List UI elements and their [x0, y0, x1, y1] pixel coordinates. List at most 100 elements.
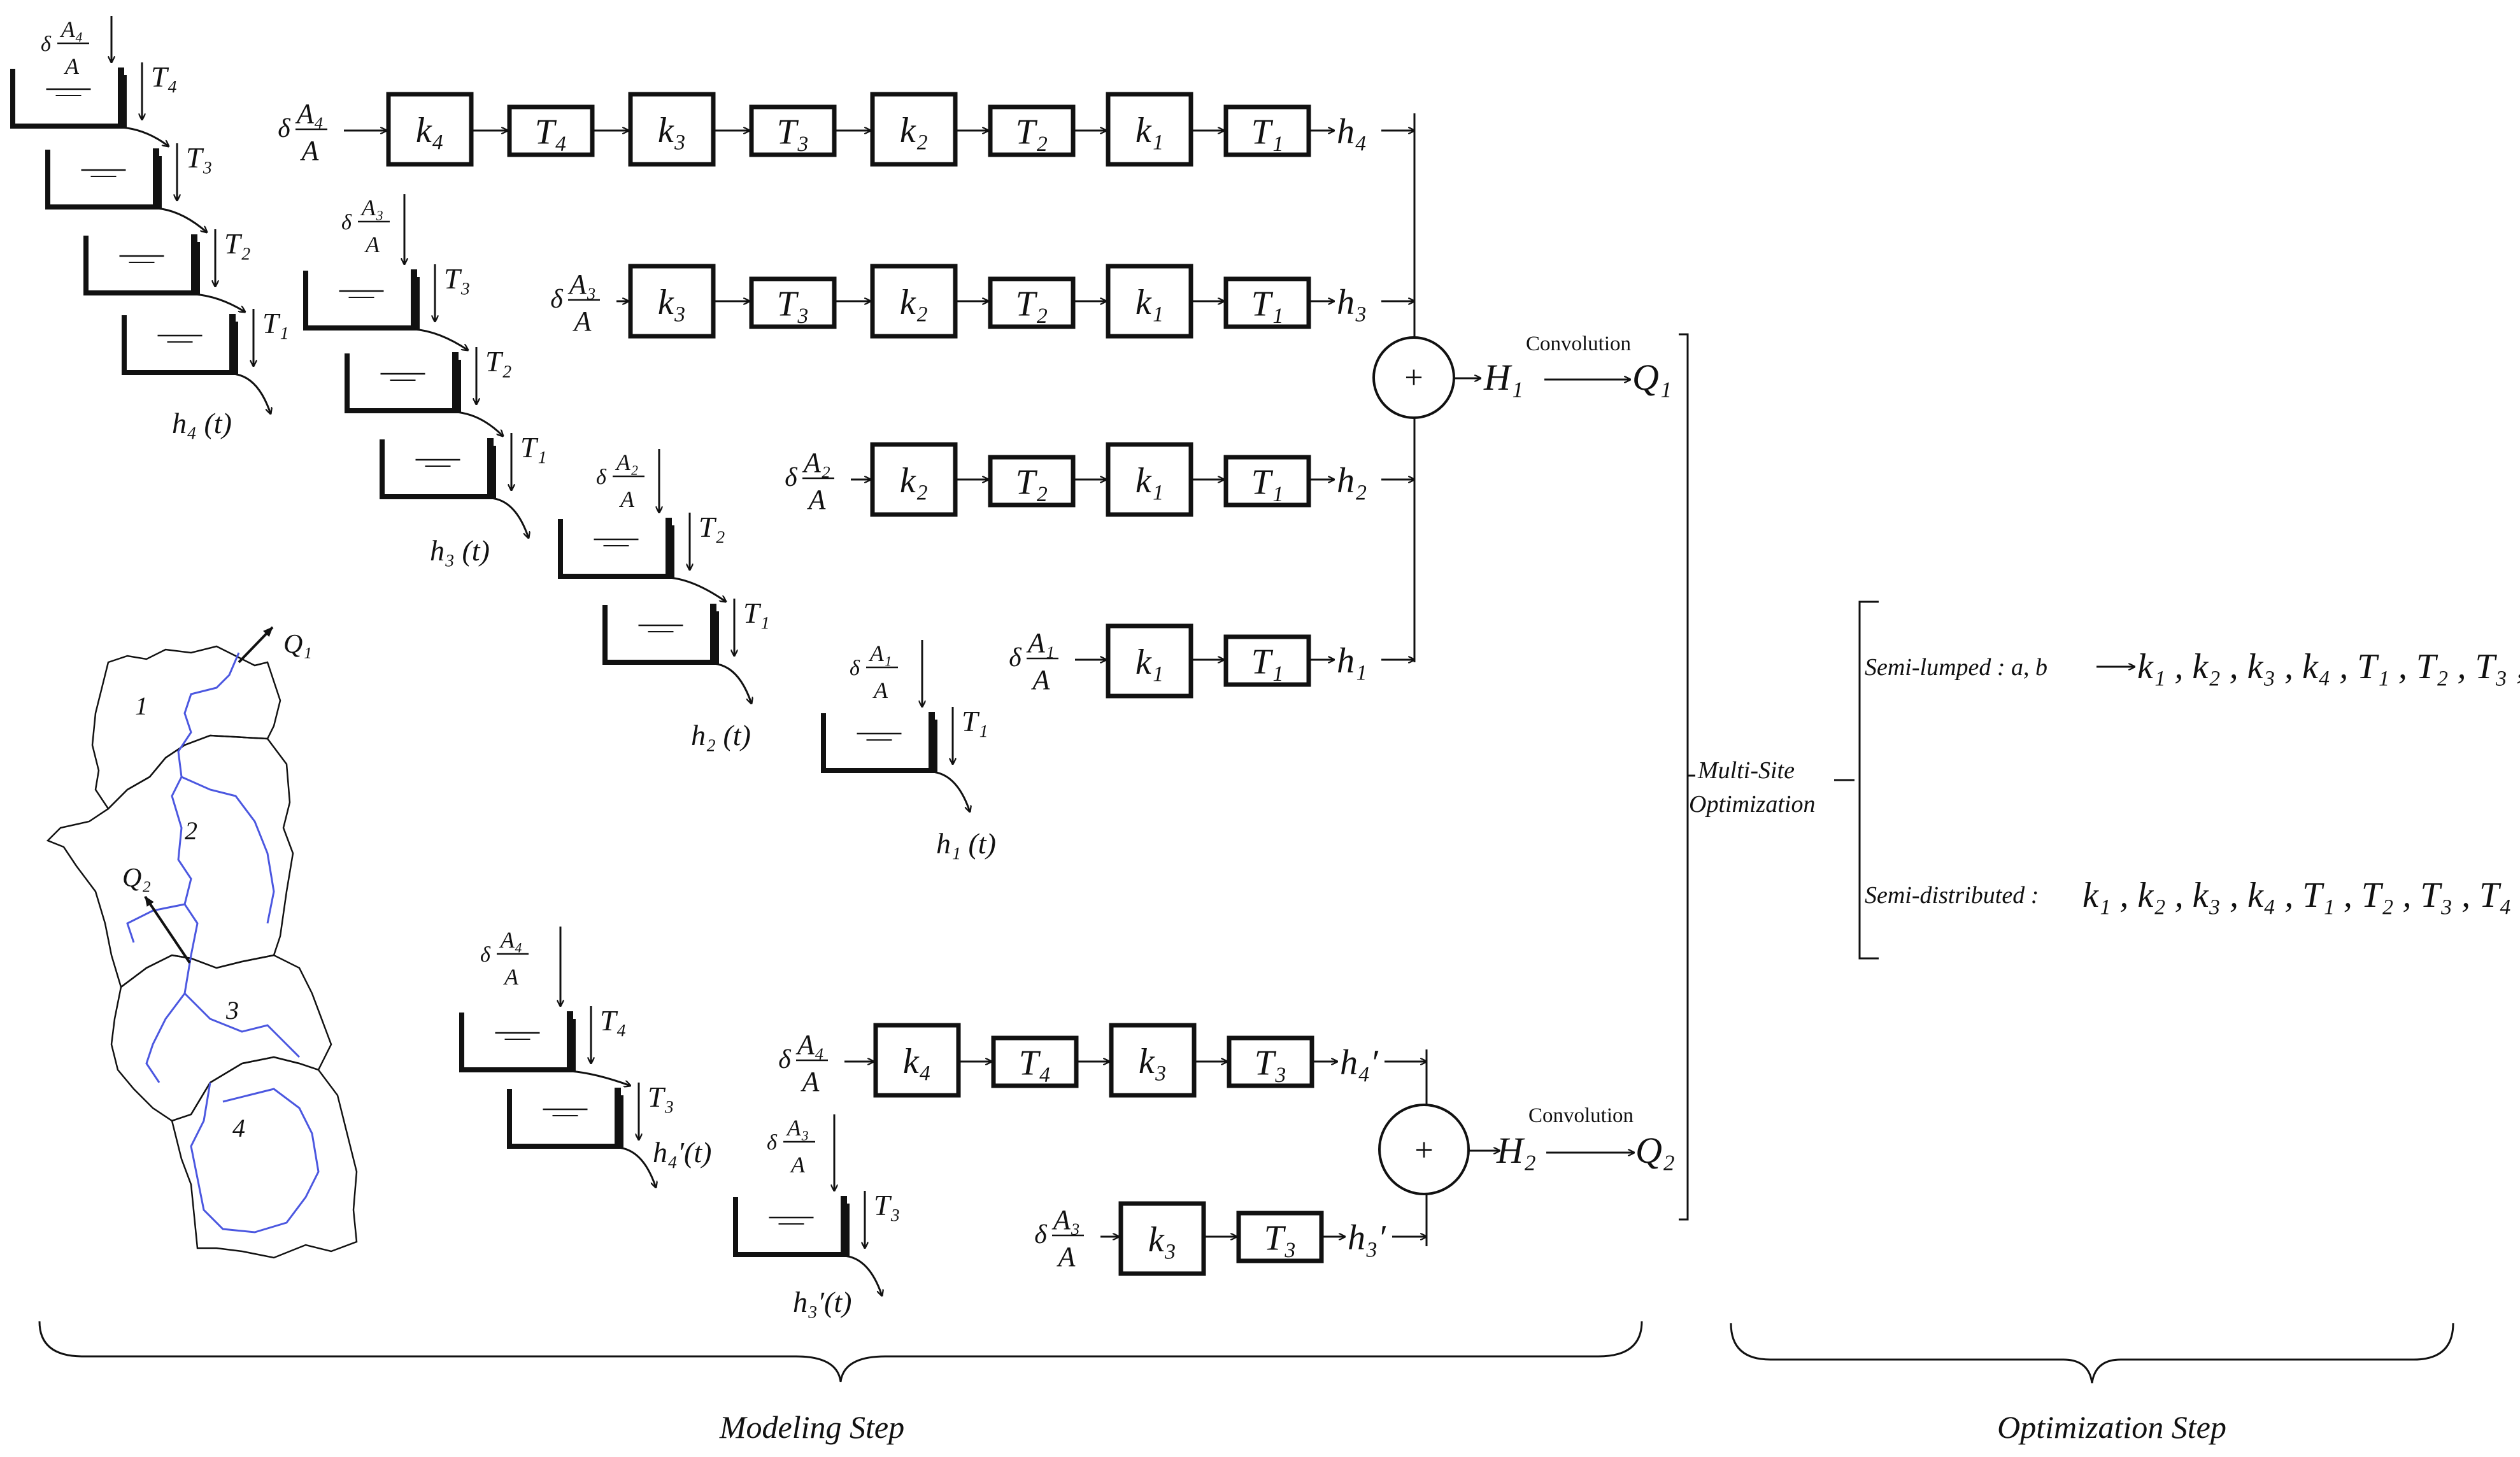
numerator: A₂ [802, 447, 830, 478]
outflow-label: T₄ [600, 1004, 627, 1037]
operator-label: k₁ [1135, 643, 1164, 682]
outflow-label: T₁ [962, 705, 988, 737]
operator-label: k₃ [658, 111, 686, 150]
operator-label: T₁ [1251, 113, 1284, 152]
tank-walls [558, 519, 674, 579]
operator-box [628, 92, 716, 167]
H2-label: H₂ [1496, 1130, 1536, 1171]
operator-label: k₃ [1148, 1220, 1176, 1260]
chain-output-label: h₃ [1337, 283, 1367, 322]
tank-walls [507, 1089, 623, 1149]
operator-box [988, 455, 1076, 508]
convolution-label-1: Convolution [1526, 332, 1631, 355]
operator-box [1223, 276, 1311, 329]
multi-site-optimization: Multi-Site Optimization Semi-lumped : a,… [1679, 333, 2520, 1221]
summation-node-1: + H₁ Convolution Q₁ [1372, 113, 1672, 662]
reservoir-tank: T₁ [602, 597, 770, 704]
tank-walls [733, 1197, 850, 1257]
semi-distributed-params: k₁ , k₂ , k₃ , k₄ , T₁ , T₂ , T₃ , T₄ [2082, 876, 2512, 915]
tank-walls [345, 353, 461, 413]
operator-label: k₃ [658, 283, 686, 322]
delta-symbol: δ [767, 1131, 778, 1155]
outlet-1-label: Q₁ [283, 630, 312, 659]
operator-box [870, 264, 958, 339]
operator-box [628, 264, 716, 339]
delta-symbol: δ [550, 285, 563, 314]
reservoir-tank: T₃ [733, 1189, 901, 1296]
river-network [126, 652, 320, 1233]
spill-arrow [931, 771, 970, 812]
sum-circle-2 [1378, 1104, 1470, 1195]
operator-label: T₃ [777, 113, 809, 152]
spill-arrow [490, 497, 529, 538]
denominator: A [1057, 1241, 1076, 1272]
operator-box [749, 276, 837, 329]
operator-box [1223, 634, 1311, 687]
outflow-label: T₃ [186, 141, 213, 174]
chain-output-label: h₄ [1337, 112, 1367, 152]
operator-label: k₄ [416, 111, 444, 150]
operator-label: T₁ [1251, 285, 1284, 324]
reservoir-output-label: h₃ (t) [430, 534, 490, 567]
operator-label: k₂ [900, 461, 928, 501]
delta-symbol: δ [480, 943, 491, 967]
outflow-label: T₃ [874, 1189, 901, 1221]
chain-output-label: h₃′ [1348, 1218, 1386, 1258]
delta-symbol: δ [785, 463, 797, 492]
operator-label: k₃ [1139, 1042, 1167, 1081]
optimization-step-brace [1730, 1323, 2454, 1384]
operator-label: T₃ [777, 285, 809, 324]
sum-circle-1 [1372, 336, 1455, 419]
operator-label: k₄ [903, 1042, 931, 1081]
denominator: A [619, 487, 635, 512]
operator-label: k₂ [900, 111, 928, 150]
operator-label: T₁ [1251, 643, 1284, 682]
numerator: A₄ [795, 1029, 824, 1060]
summation-node-2: + H₂ Convolution Q₂ [1378, 1049, 1675, 1246]
subbasin-4-boundary [171, 1056, 358, 1259]
operator-box [988, 276, 1076, 329]
outflow-label: T₁ [520, 431, 547, 464]
reservoir-tank: T₄ [459, 1004, 630, 1086]
spill-arrow [155, 207, 207, 232]
operator-box [1106, 442, 1193, 517]
subbasin-2-boundary [46, 734, 294, 989]
modeling-step-label: Modeling Step [719, 1409, 904, 1445]
sum-plus-1: + [1404, 360, 1423, 396]
outflow-label: T₁ [743, 597, 770, 629]
denominator: A [300, 135, 320, 166]
denominator: A [503, 964, 519, 990]
numerator: A₄ [60, 17, 83, 42]
spill-arrow [413, 328, 468, 350]
outflow-label: T₄ [151, 60, 178, 93]
denominator: A [364, 232, 380, 257]
reservoir-tank: T₄ [10, 60, 178, 146]
operator-box [988, 104, 1076, 157]
right-bracket [1679, 333, 1689, 1221]
operator-label: T₂ [1016, 463, 1048, 502]
spill-arrow [120, 126, 169, 146]
reservoir-tank: T₁ [122, 307, 289, 414]
outflow-label: T₂ [224, 227, 251, 260]
reservoir-output-label: h₁ (t) [936, 827, 996, 860]
subbasin-1-label: 1 [135, 692, 148, 720]
operator-label: T₄ [535, 113, 567, 152]
denominator: A [573, 306, 592, 337]
watershed-map: 1 2 3 4 Q₁ Q₂ [46, 626, 358, 1259]
subbasin-3-label: 3 [225, 996, 239, 1025]
operator-box [991, 1035, 1079, 1088]
numerator: A₂ [615, 450, 639, 475]
delta-symbol: δ [778, 1045, 791, 1074]
tank-walls [821, 713, 937, 773]
